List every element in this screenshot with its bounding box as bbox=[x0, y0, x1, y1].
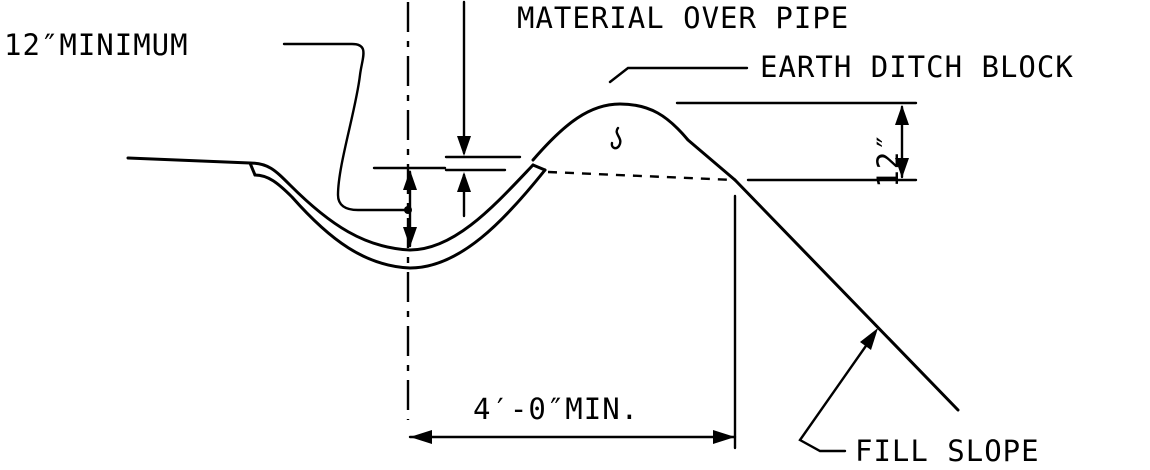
twelve-minimum-leader bbox=[282, 42, 410, 212]
pipe-outlet-end bbox=[531, 163, 547, 172]
fill-slope-line bbox=[733, 178, 960, 412]
arrow-up-right-icon bbox=[860, 328, 878, 350]
pipe-inlet-end bbox=[248, 161, 257, 177]
arrow-up-icon bbox=[895, 105, 909, 125]
label-earth-ditch-block: EARTH DITCH BLOCK bbox=[760, 50, 1074, 84]
label-material-over-pipe: MATERIAL OVER PIPE bbox=[517, 1, 849, 35]
earth-ditch-block-mound bbox=[531, 102, 737, 182]
block-symbol bbox=[610, 126, 622, 150]
fill-slope-leader bbox=[798, 331, 877, 453]
label-fill-slope: FILL SLOPE bbox=[855, 434, 1040, 468]
label-four-foot-min: 4′-0″MIN. bbox=[473, 392, 639, 426]
arrow-up-icon bbox=[403, 170, 417, 190]
pipe-top-wall bbox=[248, 161, 535, 252]
arrow-down-icon bbox=[403, 227, 417, 247]
label-twelve-inch: 12″ bbox=[871, 132, 905, 187]
arrow-down-icon bbox=[457, 136, 471, 156]
label-twelve-minimum: 12″MINIMUM bbox=[4, 28, 189, 62]
ground-line-left bbox=[126, 156, 252, 165]
earth-ditch-block-leader bbox=[608, 66, 749, 84]
arrow-left-icon bbox=[410, 430, 432, 444]
pipe-bottom-wall bbox=[253, 168, 547, 270]
arrow-down-icon bbox=[895, 158, 909, 178]
arrow-up-icon bbox=[457, 172, 471, 192]
arrow-right-icon bbox=[713, 430, 735, 444]
dashed-grade-line bbox=[547, 170, 736, 182]
